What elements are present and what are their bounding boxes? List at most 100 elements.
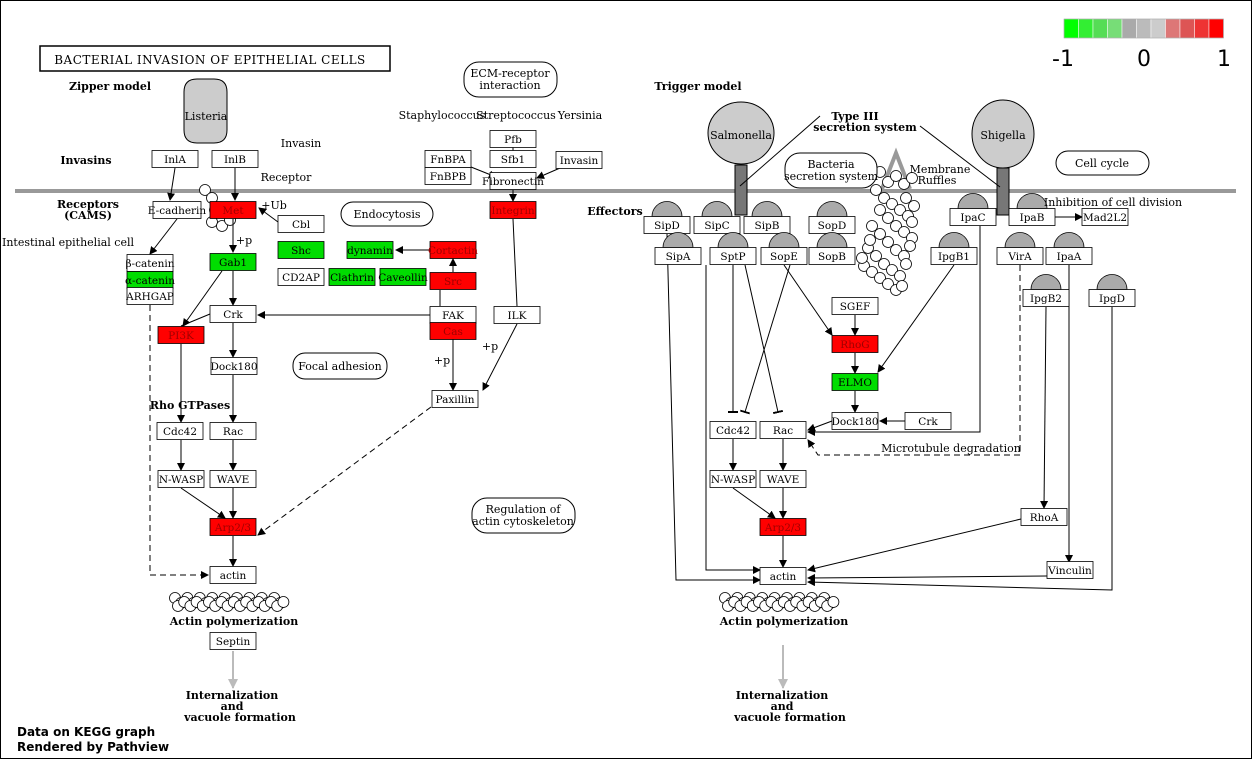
gene-node-ipaa[interactable]: IpaA [1045, 232, 1093, 265]
filament-circle-90 [890, 220, 902, 232]
map-bacteria-secretion[interactable]: Bacteria secretion system [784, 152, 879, 189]
gene-node-ipab[interactable]: IpaB [1008, 193, 1056, 226]
gene-label-ipgb2: IpgB2 [1030, 293, 1062, 305]
gene-node-elmo[interactable]: ELMO [831, 373, 879, 391]
gene-node-dock180_r[interactable]: Dock180 [831, 412, 879, 430]
gene-node-crk_r[interactable]: Crk [904, 412, 952, 430]
gene-node-cdc42_l[interactable]: Cdc42 [156, 422, 204, 440]
effector-cap-ipac [957, 193, 989, 209]
gene-node-fnbpb[interactable]: FnBPB [424, 167, 472, 185]
gene-node-pfb[interactable]: Pfb [489, 130, 537, 148]
edge-23 [512, 218, 518, 307]
gene-node-nwasp_r[interactable]: N-WASP [709, 470, 757, 488]
gene-label-dock180_r: Dock180 [831, 416, 878, 428]
gene-node-crk_l[interactable]: Crk [209, 305, 257, 323]
gene-node-rhog[interactable]: RhoG [831, 335, 879, 353]
gene-node-septin[interactable]: Septin [209, 632, 257, 650]
legend-swatch-6 [1150, 18, 1166, 39]
gene-node-src[interactable]: Src [429, 272, 477, 290]
gene-node-nwasp_l[interactable]: N-WASP [157, 470, 205, 488]
gene-node-vira[interactable]: VirA [996, 232, 1044, 265]
gene-node-shc[interactable]: Shc [277, 241, 325, 259]
gene-node-actin_l[interactable]: actin [209, 566, 257, 584]
gene-node-integrin[interactable]: Integrin [489, 201, 537, 219]
gene-node-sipb[interactable]: SipB [743, 201, 791, 234]
gene-node-ecadherin[interactable]: E-cadherin [148, 201, 207, 219]
gene-node-fnbpa[interactable]: FnBPA [424, 150, 472, 168]
gene-node-caveolin[interactable]: Caveollin [378, 268, 428, 286]
gene-node-sfb1[interactable]: Sfb1 [489, 150, 537, 168]
gene-node-vinculin[interactable]: Vinculin [1046, 561, 1094, 579]
gene-label-sope: SopE [770, 251, 798, 263]
shigella-pathogen[interactable]: Shigella [971, 99, 1035, 216]
gene-node-bcatenin[interactable]: β-catenin [125, 254, 175, 272]
map-cell-cycle[interactable]: Cell cycle [1055, 150, 1150, 176]
gene-node-sopb[interactable]: SopB [808, 232, 856, 265]
listeria-pathogen[interactable]: Listeria [183, 78, 228, 144]
gene-node-ipgd[interactable]: IpgD [1088, 274, 1136, 307]
gene-node-ipgb2[interactable]: IpgB2 [1022, 274, 1070, 307]
salmonella-pathogen[interactable]: Salmonella [707, 101, 775, 216]
gene-node-cdc42_r[interactable]: Cdc42 [709, 421, 757, 439]
gene-node-dock180_l[interactable]: Dock180 [210, 357, 258, 375]
gene-node-invasin_y[interactable]: Invasin [555, 151, 603, 169]
map-regulation-actin[interactable]: Regulation of actin cytoskeleton [471, 497, 576, 534]
gene-node-wave_l[interactable]: WAVE [209, 470, 257, 488]
gene-box-cas [429, 322, 477, 340]
gene-node-inla[interactable]: InlA [151, 150, 199, 168]
gene-node-dynamin[interactable]: dynamin [346, 241, 394, 259]
gene-node-cortactin[interactable]: Cortactin [428, 241, 478, 259]
label-internalization-left-3: vacuole formation [183, 711, 296, 724]
effector-cap-sipa [662, 232, 694, 248]
gene-node-arp23_l[interactable]: Arp2/3 [209, 518, 257, 536]
gene-node-arp23_r[interactable]: Arp2/3 [759, 518, 807, 536]
gene-node-sope[interactable]: SopE [760, 232, 808, 265]
gene-node-rac_r[interactable]: Rac [759, 421, 807, 439]
edge-6 [182, 270, 223, 327]
gene-node-mad2l2[interactable]: Mad2L2 [1081, 208, 1129, 226]
gene-box-cd2ap [277, 268, 325, 286]
gene-node-arhgap[interactable]: ARHGAP [125, 287, 174, 305]
gene-node-actin_r[interactable]: actin [759, 567, 807, 585]
gene-node-met[interactable]: Met [209, 201, 257, 219]
gene-node-sgef[interactable]: SGEF [831, 297, 879, 315]
map-bacteria-label-2: secretion system [784, 170, 879, 183]
map-endocytosis[interactable]: Endocytosis [340, 201, 434, 227]
gene-node-ilk[interactable]: ILK [493, 306, 541, 324]
gene-node-gab1[interactable]: Gab1 [209, 253, 257, 271]
gene-node-cas[interactable]: Cas [429, 322, 477, 340]
gene-node-acatenin[interactable]: α-catenin [125, 271, 175, 289]
gene-node-inlb[interactable]: InlB [211, 150, 259, 168]
gene-label-gab1: Gab1 [219, 257, 247, 269]
gene-node-pi3k[interactable]: PI3K [157, 326, 205, 344]
gene-label-sfb1: Sfb1 [501, 154, 525, 166]
gene-node-ipac[interactable]: IpaC [949, 193, 997, 226]
gene-label-sptp: SptP [720, 251, 745, 263]
gene-node-cbl[interactable]: Cbl [277, 215, 325, 233]
gene-node-paxillin[interactable]: Paxillin [431, 390, 479, 408]
gene-node-sptp[interactable]: SptP [709, 232, 757, 265]
gene-node-sipa[interactable]: SipA [654, 232, 702, 265]
actin-filament-circles [169, 166, 920, 612]
gene-node-sipd[interactable]: SipD [643, 201, 691, 234]
gene-box-arp23_l [209, 518, 257, 536]
gene-label-pi3k: PI3K [168, 330, 194, 342]
edge-30 [739, 115, 821, 187]
filament-circle-101 [886, 264, 898, 276]
gene-node-fibronectin[interactable]: Fibronectin [482, 172, 544, 190]
gene-box-sgef [831, 297, 879, 315]
gene-node-wave_r[interactable]: WAVE [759, 470, 807, 488]
gene-node-fak[interactable]: FAK [429, 306, 477, 324]
gene-node-clathrin[interactable]: Clathrin [328, 268, 376, 286]
edge-40 [807, 265, 1021, 456]
label-membrane-1: Membrane [910, 163, 971, 176]
gene-node-sipc[interactable]: SipC [693, 201, 741, 234]
gene-box-sopb [808, 247, 856, 265]
gene-node-rhoa[interactable]: RhoA [1020, 508, 1068, 526]
gene-node-ipgb1[interactable]: IpgB1 [930, 232, 978, 265]
gene-node-rac_l[interactable]: Rac [209, 422, 257, 440]
gene-node-cd2ap[interactable]: CD2AP [277, 268, 325, 286]
gene-node-sopd[interactable]: SopD [808, 201, 856, 234]
map-ecm-receptor[interactable]: ECM-receptor interaction [463, 61, 558, 98]
map-focal-adhesion[interactable]: Focal adhesion [292, 352, 388, 380]
